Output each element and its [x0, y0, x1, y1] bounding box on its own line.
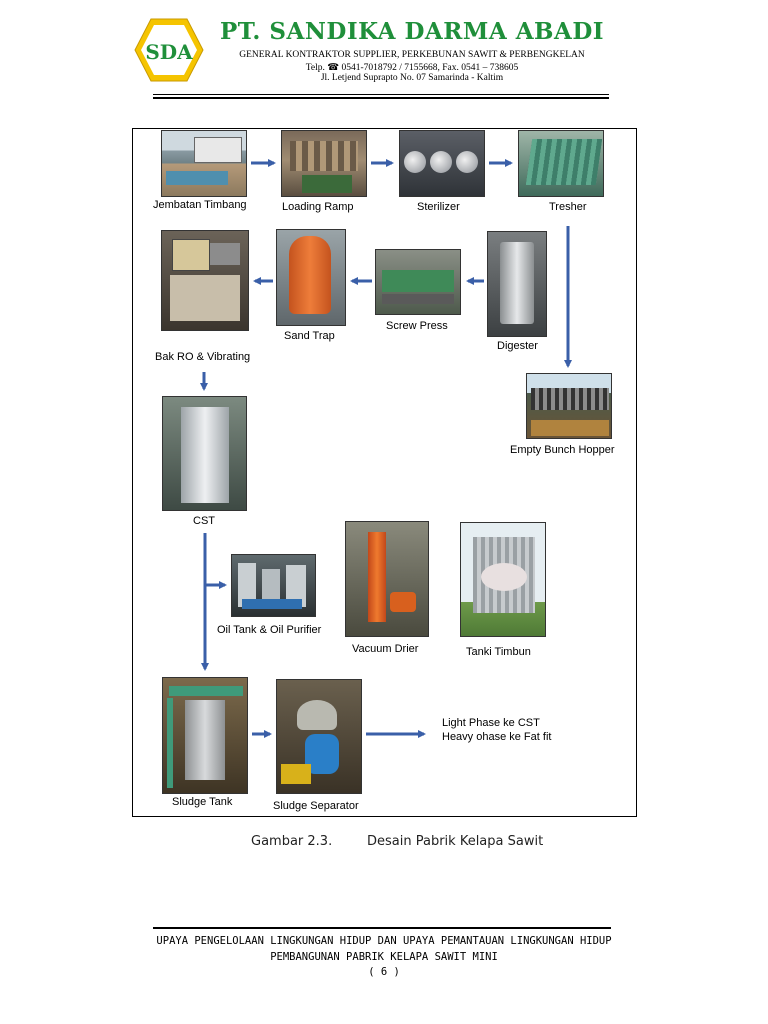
label-loading-ramp: Loading Ramp: [282, 201, 354, 213]
tanki-timbun-photo: [460, 522, 546, 637]
figure-caption-number: Gambar 2.3.: [251, 834, 333, 849]
header-rule: [153, 94, 609, 95]
label-tanki-timbun: Tanki Timbun: [466, 646, 531, 658]
screw-press-photo: [375, 249, 461, 315]
oil-tank-photo: [231, 554, 316, 617]
label-empty-bunch-hopper: Empty Bunch Hopper: [510, 444, 615, 456]
figure-caption-text: Desain Pabrik Kelapa Sawit: [367, 834, 544, 849]
company-address-line: Jl. Letjend Suprapto No. 07 Samarinda - …: [320, 73, 504, 83]
digester-photo: [487, 231, 547, 337]
company-phone-line: Telp. ☎ 0541-7018792 / 7155668, Fax. 054…: [305, 63, 519, 73]
label-bak-ro: Bak RO & Vibrating: [155, 351, 251, 363]
sterilizer-photo: [399, 130, 485, 197]
label-light-phase: Light Phase ke CST: [442, 717, 540, 729]
label-sludge-separator: Sludge Separator: [273, 800, 359, 812]
label-jembatan-timbang: Jembatan Timbang: [153, 199, 247, 211]
label-vacuum-drier: Vacuum Drier: [352, 643, 419, 655]
empty-bunch-hopper-photo: [526, 373, 612, 439]
process-figure-frame: [132, 128, 637, 817]
label-digester: Digester: [497, 340, 538, 352]
label-sand-trap: Sand Trap: [284, 330, 335, 342]
header-rule-thick: [153, 97, 609, 99]
company-business-line: GENERAL KONTRAKTOR SUPPLIER, PERKEBUNAN …: [239, 50, 585, 60]
label-oil-tank: Oil Tank & Oil Purifier: [217, 624, 322, 636]
label-sludge-tank: Sludge Tank: [172, 796, 233, 808]
cst-photo: [162, 396, 247, 511]
label-cst: CST: [193, 515, 215, 527]
footer-line-2: PEMBANGUNAN PABRIK KELAPA SAWIT MINI: [270, 951, 498, 963]
company-logo: SDA: [134, 18, 204, 82]
sludge-separator-photo: [276, 679, 362, 794]
footer-rule: [153, 927, 611, 929]
bak-ro-photo: [161, 230, 249, 331]
sludge-tank-photo: [162, 677, 248, 794]
tresher-photo: [518, 130, 604, 197]
label-tresher: Tresher: [549, 201, 587, 213]
footer-line-1: UPAYA PENGELOLAAN LINGKUNGAN HIDUP DAN U…: [156, 935, 612, 947]
sand-trap-photo: [276, 229, 346, 326]
page-number: ( 6 ): [368, 966, 400, 978]
label-heavy-phase: Heavy ohase ke Fat fit: [442, 731, 552, 743]
company-name: PT. SANDIKA DARMA ABADI: [219, 18, 605, 45]
logo-text: SDA: [145, 40, 193, 64]
label-sterilizer: Sterilizer: [417, 201, 460, 213]
weighbridge-photo: [161, 130, 247, 197]
loading-ramp-photo: [281, 130, 367, 197]
label-screw-press: Screw Press: [386, 320, 448, 332]
vacuum-drier-photo: [345, 521, 429, 637]
